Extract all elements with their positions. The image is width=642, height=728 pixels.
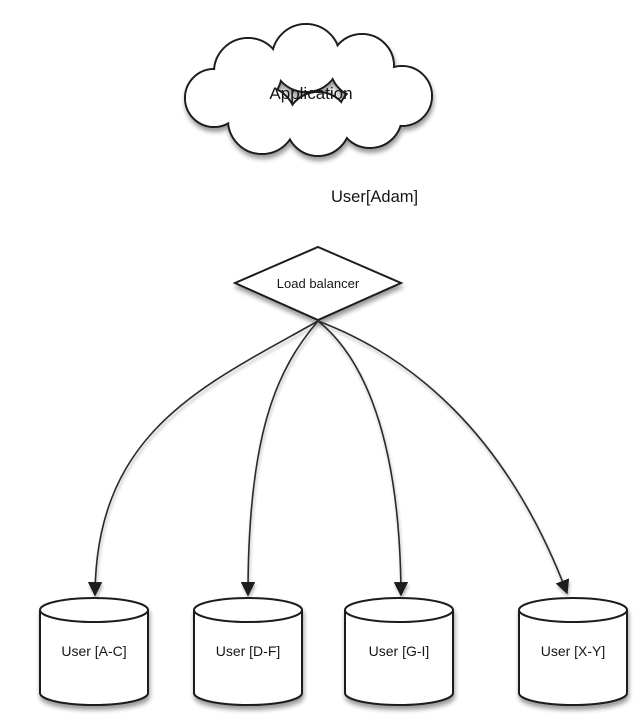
load-balancer-node: Load balancer — [232, 245, 404, 322]
edge-to-shard-1 — [87, 320, 319, 597]
shard-db-4-top — [518, 597, 628, 623]
shard-db-4-body — [518, 610, 628, 706]
edge-to-shard-4 — [317, 320, 570, 595]
shard-db-2-body — [193, 610, 303, 706]
edge-to-shard-3 — [317, 320, 409, 597]
application-cloud-node: Application — [184, 23, 433, 157]
edge-to-shard-2 — [240, 320, 319, 597]
shard-db-3-top — [344, 597, 454, 623]
shard-db-1-body — [39, 610, 149, 706]
shard-db-1-top — [39, 597, 149, 623]
shard-db-3-body — [344, 610, 454, 706]
lb-to-shard-edges — [87, 320, 570, 597]
load-balancer-label: Load balancer — [277, 276, 360, 291]
cloud-fill — [186, 25, 431, 155]
shard-db-3-label: User [G-I] — [369, 643, 430, 659]
shard-db-2: User [D-F] — [193, 597, 303, 706]
edge-label-user-adam: User[Adam] — [331, 188, 418, 206]
shard-db-1: User [A-C] — [39, 597, 149, 706]
shard-db-4-label: User [X-Y] — [541, 643, 606, 659]
application-label: Application — [269, 84, 352, 103]
shard-db-4: User [X-Y] — [518, 597, 628, 706]
load-balancer-shape — [232, 245, 404, 322]
shard-db-3: User [G-I] — [344, 597, 454, 706]
shard-db-2-label: User [D-F] — [216, 643, 281, 659]
shard-db-1-label: User [A-C] — [61, 643, 126, 659]
shard-db-2-top — [193, 597, 303, 623]
